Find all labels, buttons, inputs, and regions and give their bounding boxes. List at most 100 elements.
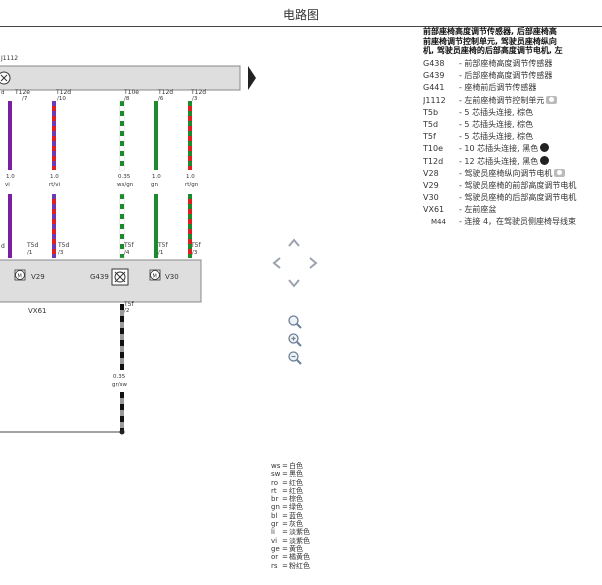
- legend-equals: =: [282, 462, 288, 470]
- legend-row: rs=粉红色: [271, 562, 351, 570]
- title-divider: [0, 26, 602, 27]
- camera-icon[interactable]: [554, 168, 566, 177]
- legend-color-name: 红色: [289, 478, 303, 487]
- header-line: 前座椅调节控制单元, 驾驶员座椅纵向: [423, 36, 557, 46]
- reference-code: G439: [423, 71, 445, 81]
- connector-label-t5f-1: T5f: [123, 242, 134, 249]
- wire-size-label: 1.0: [186, 174, 195, 180]
- reference-row: G439 - 后部座椅高度调节传感器: [423, 70, 602, 82]
- legend-color-name: 淡紫色: [289, 536, 310, 545]
- connector-label-t12d-3: T12d: [190, 89, 206, 96]
- reference-row: V28- 驾驶员座椅纵向调节电机: [423, 168, 602, 180]
- legend-color-name: 黑色: [289, 470, 303, 479]
- module-label-vx61: VX61: [28, 307, 47, 315]
- legend-color-name: 粉红色: [289, 561, 310, 570]
- connector-label-d: d: [1, 90, 5, 96]
- legend-code: bl: [271, 511, 278, 520]
- reference-row: T5b- 5 芯插头连接, 棕色: [423, 107, 602, 119]
- wire-color-label: vi: [5, 182, 10, 188]
- pin-label-11: /2: [124, 308, 129, 314]
- pin-label-7: /3: [58, 250, 64, 256]
- reference-code: J1112: [423, 95, 446, 105]
- motor-v29-icon: M: [14, 269, 26, 281]
- ground-wire-color: gr/sw: [112, 382, 127, 388]
- zoom-out-icon[interactable]: [287, 350, 303, 366]
- connector-label-t5f-3: T5f: [190, 242, 201, 249]
- connector-label-t12d-1: T12d: [55, 89, 71, 96]
- reference-row: M44 - 连接 4，在驾驶员侧座椅导线束: [423, 216, 602, 228]
- reference-description: - 5 芯插头连接, 棕色: [459, 132, 534, 142]
- wire-lower-3-outline: [119, 193, 125, 259]
- connector-label-t10e: T10e: [123, 89, 139, 96]
- connector-label-d2: d: [1, 243, 5, 250]
- svg-text:M: M: [153, 273, 157, 279]
- reference-code: V29: [423, 180, 439, 190]
- reference-code: VX61: [423, 205, 445, 215]
- reference-code: V28: [423, 168, 439, 178]
- connector-label-t5d-2: T5d: [57, 242, 69, 249]
- reference-code: G438: [423, 59, 445, 68]
- zoom-in-icon[interactable]: [287, 332, 303, 348]
- reference-row: V30- 驾驶员座椅的后部高度调节电机: [423, 192, 602, 204]
- legend-code: gn: [271, 503, 280, 512]
- pin-label-9: /1: [158, 250, 163, 256]
- pan-up-icon[interactable]: [287, 236, 301, 250]
- plug-icon[interactable]: [540, 143, 550, 153]
- pan-right-icon[interactable]: [306, 256, 320, 270]
- ground-wire-size: 0.35: [113, 374, 126, 380]
- header-line: 前部座椅高度调节传感器, 后部座椅高: [423, 27, 557, 36]
- reference-code: M44: [431, 218, 446, 227]
- wire-size-label: 0.35: [118, 174, 131, 180]
- reference-description: - 驾驶员座椅的前部高度调节电机: [459, 180, 577, 190]
- reference-description: - 5 芯插头连接, 棕色: [459, 119, 534, 129]
- sensor-g439-icon: [111, 268, 129, 286]
- connector-label-t5f-4: T5f: [123, 301, 134, 308]
- pan-down-icon[interactable]: [287, 276, 301, 290]
- legend-code: rt: [271, 486, 277, 495]
- legend-color-name: 棕色: [289, 495, 303, 504]
- component-description-header: 前部座椅高度调节传感器, 后部座椅高 前座椅调节控制单元, 驾驶员座椅纵向 机,…: [423, 27, 602, 56]
- legend-equals: =: [282, 528, 288, 537]
- pan-left-icon[interactable]: [270, 256, 284, 270]
- camera-icon[interactable]: [546, 95, 558, 104]
- reference-description: - 5 芯插头连接, 棕色: [459, 107, 534, 117]
- legend-row: gn=绿色: [271, 503, 351, 511]
- legend-color-name: 黄色: [289, 544, 303, 553]
- reference-row: G441- 座椅前后调节传感器: [423, 82, 602, 94]
- legend-row: ws=白色: [271, 462, 351, 470]
- legend-row: ro=红色: [271, 479, 351, 487]
- pin-label-1: /7: [22, 96, 28, 102]
- reference-row: T5f- 5 芯插头连接, 棕色: [423, 131, 602, 143]
- pin-label-2: /10: [57, 96, 66, 102]
- wire-size-label: 1.0: [152, 174, 161, 180]
- legend-color-name: 红色: [289, 486, 303, 495]
- legend-color-name: 橘黄色: [289, 553, 310, 562]
- legend-equals: =: [282, 470, 288, 479]
- reference-description: - 左前座盆: [459, 205, 497, 215]
- reference-row: V29 - 驾驶员座椅的前部高度调节电机: [423, 180, 602, 192]
- legend-color-name: 蓝色: [289, 511, 303, 520]
- reference-code: T12d: [423, 156, 444, 166]
- plug-icon[interactable]: [540, 155, 550, 165]
- reference-code: T5d: [423, 119, 439, 129]
- zoom-fit-icon[interactable]: [287, 314, 303, 330]
- legend-code: sw: [271, 470, 281, 479]
- legend-equals: =: [282, 536, 288, 545]
- wire-size-label: 1.0: [6, 174, 15, 180]
- legend-equals: =: [282, 544, 288, 553]
- reference-row: T12d- 12 芯插头连接, 黑色: [423, 155, 602, 168]
- legend-equals: =: [282, 478, 288, 487]
- legend-code: br: [271, 495, 279, 504]
- legend-row: br=棕色: [271, 495, 351, 503]
- reference-row: J1112 - 左前座椅调节控制单元: [423, 95, 602, 107]
- legend-equals: =: [282, 561, 288, 570]
- seat-module-box: [0, 259, 202, 303]
- reference-description: - 连接 4，在驾驶员侧座椅导线束: [459, 217, 577, 227]
- circuit-diagram: J1112 T12e /7 T12d /10 T10e /8 T12d /6 T…: [0, 55, 256, 435]
- reference-row: G438- 前部座椅高度调节传感器: [423, 58, 602, 70]
- legend-code: vi: [271, 536, 278, 545]
- reference-description: - 后部座椅高度调节传感器: [459, 71, 553, 81]
- navigation-controls: [270, 236, 326, 368]
- reference-description: - 左前座椅调节控制单元: [459, 95, 545, 105]
